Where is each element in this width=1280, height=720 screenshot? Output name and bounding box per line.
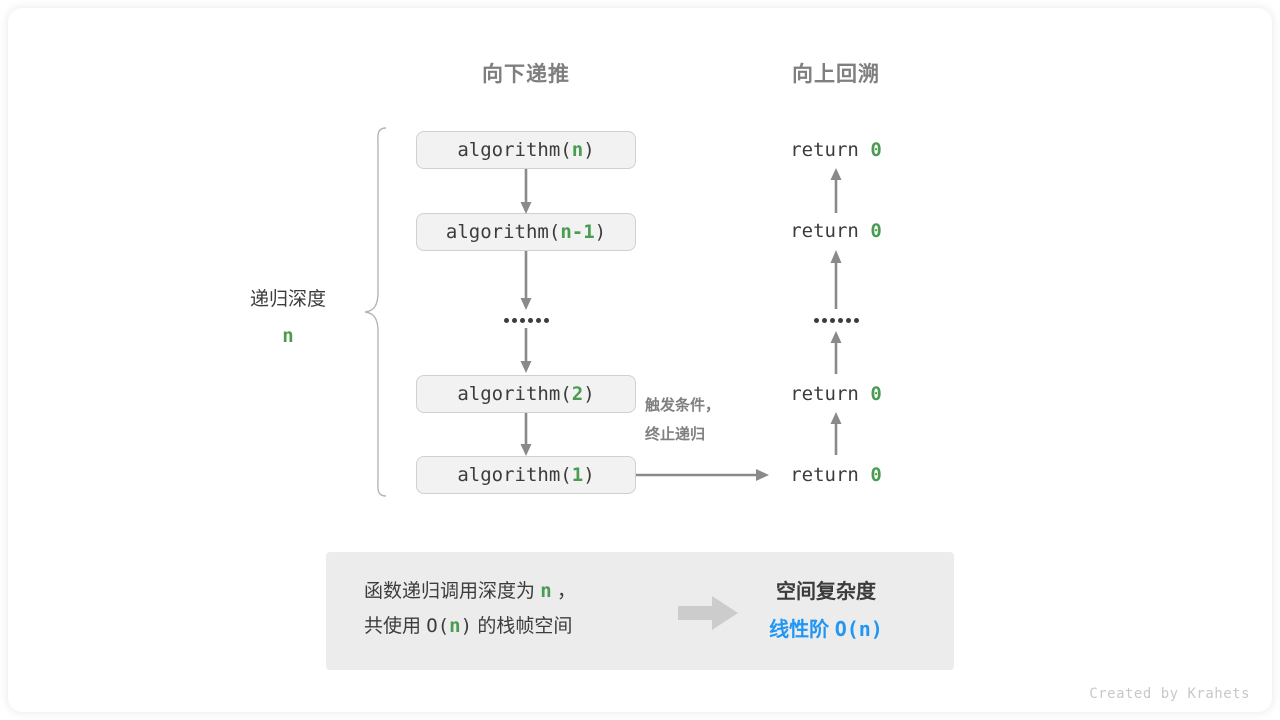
return-line-4: return 0 bbox=[736, 464, 936, 486]
call-box-arg: n bbox=[571, 139, 584, 161]
call-box-name: algorithm bbox=[457, 139, 561, 161]
call-box-name: algorithm bbox=[445, 221, 549, 243]
call-box-2[interactable]: algorithm(2) bbox=[416, 375, 636, 413]
summary-line-1: 函数递归调用深度为 n ， bbox=[364, 574, 576, 609]
summary-value-mono: O(n) bbox=[834, 617, 883, 641]
summary-line1-var: n bbox=[540, 580, 552, 602]
arrow-down-4-icon bbox=[520, 413, 532, 456]
trigger-condition-note: 触发条件， 终止递归 bbox=[645, 392, 775, 449]
return-keyword: return bbox=[790, 220, 859, 242]
call-box-paren-close: ) bbox=[594, 221, 607, 243]
arrow-down-2-icon bbox=[520, 251, 532, 310]
return-keyword: return bbox=[790, 139, 859, 161]
call-box-arg: 1 bbox=[571, 464, 584, 486]
recursion-depth-label: 递归深度 n bbox=[218, 282, 358, 355]
call-box-paren-open: ( bbox=[548, 221, 561, 243]
return-value: 0 bbox=[870, 220, 882, 242]
arrow-down-1-icon bbox=[520, 169, 532, 214]
return-line-1: return 0 bbox=[736, 139, 936, 161]
summary-title: 空间复杂度 bbox=[776, 581, 876, 603]
depth-label-value: n bbox=[282, 325, 294, 348]
trigger-note-line2: 终止递归 bbox=[645, 425, 706, 443]
summary-line2-close: ) bbox=[460, 615, 473, 638]
arrow-up-3-icon bbox=[830, 331, 842, 374]
column-header-ascend: 向上回溯 bbox=[792, 63, 880, 86]
summary-panel: 函数递归调用深度为 n ， 共使用 O(n) 的栈帧空间 空间复杂度 线性阶 O… bbox=[326, 552, 954, 670]
summary-conclusion: 空间复杂度 线性阶 O(n) bbox=[726, 574, 926, 649]
summary-description: 函数递归调用深度为 n ， 共使用 O(n) 的栈帧空间 bbox=[364, 574, 576, 644]
call-box-paren-close: ) bbox=[583, 464, 595, 486]
return-keyword: return bbox=[790, 464, 859, 486]
return-value: 0 bbox=[870, 464, 882, 486]
block-arrow-right-icon bbox=[678, 596, 738, 630]
call-box-arg: n-1 bbox=[560, 221, 595, 243]
arrow-up-1-icon bbox=[830, 168, 842, 213]
return-keyword: return bbox=[790, 383, 859, 405]
call-box-paren-close: ) bbox=[583, 383, 595, 405]
summary-line-2: 共使用 O(n) 的栈帧空间 bbox=[364, 609, 576, 644]
summary-line2-var: n bbox=[449, 615, 461, 638]
depth-brace-icon bbox=[364, 127, 387, 497]
call-box-1[interactable]: algorithm(1) bbox=[416, 456, 636, 494]
summary-value: 线性阶 O(n) bbox=[726, 611, 926, 649]
arrow-down-3-icon bbox=[520, 328, 532, 373]
summary-line2-before: 共使用 bbox=[364, 616, 427, 638]
call-box-paren-open: ( bbox=[560, 139, 572, 161]
depth-label-text: 递归深度 bbox=[249, 289, 326, 310]
ellipsis-dots-descend bbox=[504, 318, 549, 323]
call-box-paren-open: ( bbox=[560, 464, 572, 486]
arrow-up-4-icon bbox=[830, 412, 842, 455]
footer-credit: Created by Krahets bbox=[1089, 686, 1250, 702]
column-header-descend: 向下递推 bbox=[482, 63, 570, 86]
summary-line1-after: ， bbox=[551, 581, 577, 602]
trigger-note-line1: 触发条件， bbox=[645, 397, 721, 414]
call-box-paren-close: ) bbox=[583, 139, 595, 161]
arrow-right-basecase-icon bbox=[636, 469, 769, 481]
arrow-up-2-icon bbox=[830, 250, 842, 309]
summary-line1-before: 函数递归调用深度为 bbox=[364, 581, 541, 602]
return-line-2: return 0 bbox=[736, 220, 936, 242]
summary-line2-o: O( bbox=[426, 615, 450, 638]
summary-line2-after: 的栈帧空间 bbox=[472, 616, 573, 638]
return-line-3: return 0 bbox=[736, 383, 936, 405]
summary-value-text: 线性阶 bbox=[769, 619, 835, 641]
call-box-paren-open: ( bbox=[560, 383, 572, 405]
ellipsis-dots-ascend bbox=[814, 318, 859, 323]
call-box-name: algorithm bbox=[457, 464, 561, 486]
call-box-name: algorithm bbox=[457, 383, 561, 405]
return-value: 0 bbox=[870, 383, 882, 405]
return-value: 0 bbox=[870, 139, 882, 161]
call-box-n[interactable]: algorithm(n) bbox=[416, 131, 636, 169]
call-box-n-minus-1[interactable]: algorithm(n-1) bbox=[416, 213, 636, 251]
call-box-arg: 2 bbox=[571, 383, 584, 405]
